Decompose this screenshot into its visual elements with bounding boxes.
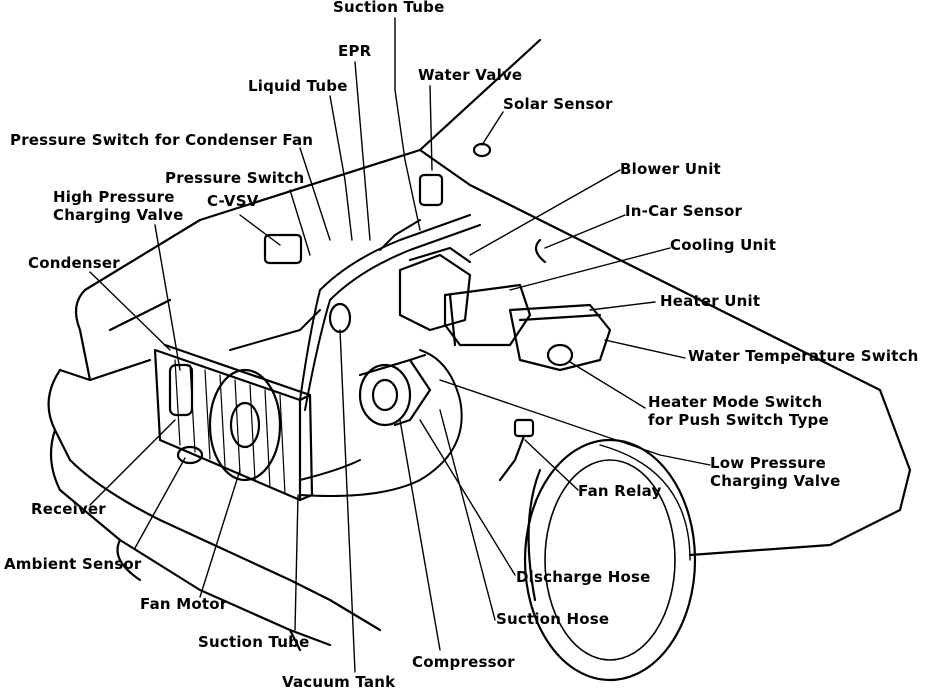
label-fan-motor: Fan Motor: [140, 595, 228, 613]
label-low-pressure-charging-valve: Low Pressure Charging Valve: [710, 454, 841, 490]
leader-lines: [89, 17, 711, 673]
label-heater-mode-line1: Heater Mode Switch: [648, 393, 823, 411]
label-water-valve: Water Valve: [418, 66, 523, 84]
label-high-pressure-line1: High Pressure: [53, 188, 175, 206]
label-solar-sensor: Solar Sensor: [503, 95, 613, 113]
label-c-vsv: C-VSV: [207, 192, 259, 210]
label-water-temperature-switch: Water Temperature Switch: [688, 347, 919, 365]
label-suction-tube-bottom: Suction Tube: [198, 633, 310, 651]
label-heater-unit: Heater Unit: [660, 292, 761, 310]
label-suction-tube-top: Suction Tube: [333, 0, 445, 16]
label-vacuum-tank: Vacuum Tank: [282, 673, 396, 691]
label-fan-relay: Fan Relay: [578, 482, 662, 500]
label-low-pressure-line2: Charging Valve: [710, 472, 841, 490]
wheel: [523, 438, 697, 682]
label-high-pressure-charging-valve: High Pressure Charging Valve: [53, 188, 184, 224]
label-ambient-sensor: Ambient Sensor: [4, 555, 142, 573]
small-components: [263, 142, 547, 482]
label-suction-hose: Suction Hose: [496, 610, 610, 628]
label-in-car-sensor: In-Car Sensor: [625, 202, 743, 220]
label-blower-unit: Blower Unit: [620, 160, 721, 178]
label-epr: EPR: [338, 42, 372, 60]
car-body: [47, 38, 912, 652]
label-liquid-tube: Liquid Tube: [248, 77, 348, 95]
tubes: [229, 214, 481, 497]
condenser-assembly: [153, 343, 314, 502]
label-heater-mode-switch: Heater Mode Switch for Push Switch Type: [648, 393, 829, 429]
label-discharge-hose: Discharge Hose: [516, 568, 651, 586]
label-low-pressure-line1: Low Pressure: [710, 454, 827, 472]
label-cooling-unit: Cooling Unit: [670, 236, 777, 254]
hvac-units: [398, 246, 612, 372]
label-condenser: Condenser: [28, 254, 120, 272]
label-heater-mode-line2: for Push Switch Type: [648, 411, 829, 429]
label-receiver: Receiver: [31, 500, 106, 518]
compressor: [358, 353, 432, 427]
label-compressor: Compressor: [412, 653, 515, 671]
label-high-pressure-line2: Charging Valve: [53, 206, 184, 224]
label-pressure-switch: Pressure Switch: [165, 169, 305, 187]
label-pressure-switch-condenser-fan: Pressure Switch for Condenser Fan: [10, 131, 314, 149]
